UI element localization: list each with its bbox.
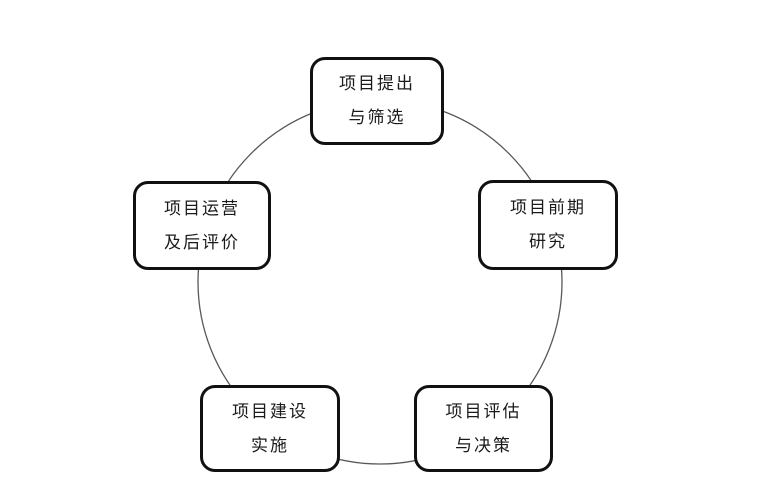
node-label-line: 项目建设 <box>232 401 308 422</box>
node-proposal-screening: 项目提出 与筛选 <box>310 57 444 145</box>
node-label-line: 项目评估 <box>445 401 522 422</box>
node-label-line: 与筛选 <box>348 108 406 128</box>
node-label-line: 项目提出 <box>339 74 415 94</box>
node-label-line: 实施 <box>251 435 289 456</box>
node-label-line: 研究 <box>529 232 567 252</box>
node-label-line: 与决策 <box>455 435 512 456</box>
node-label-line: 项目运营 <box>164 198 240 219</box>
node-preliminary-research: 项目前期 研究 <box>478 180 618 270</box>
node-evaluation-decision: 项目评估 与决策 <box>414 385 553 472</box>
node-label-line: 及后评价 <box>164 232 240 253</box>
node-operation-post-evaluation: 项目运营 及后评价 <box>133 181 271 270</box>
node-construction-implementation: 项目建设 实施 <box>200 385 340 472</box>
node-label-line: 项目前期 <box>510 198 586 218</box>
